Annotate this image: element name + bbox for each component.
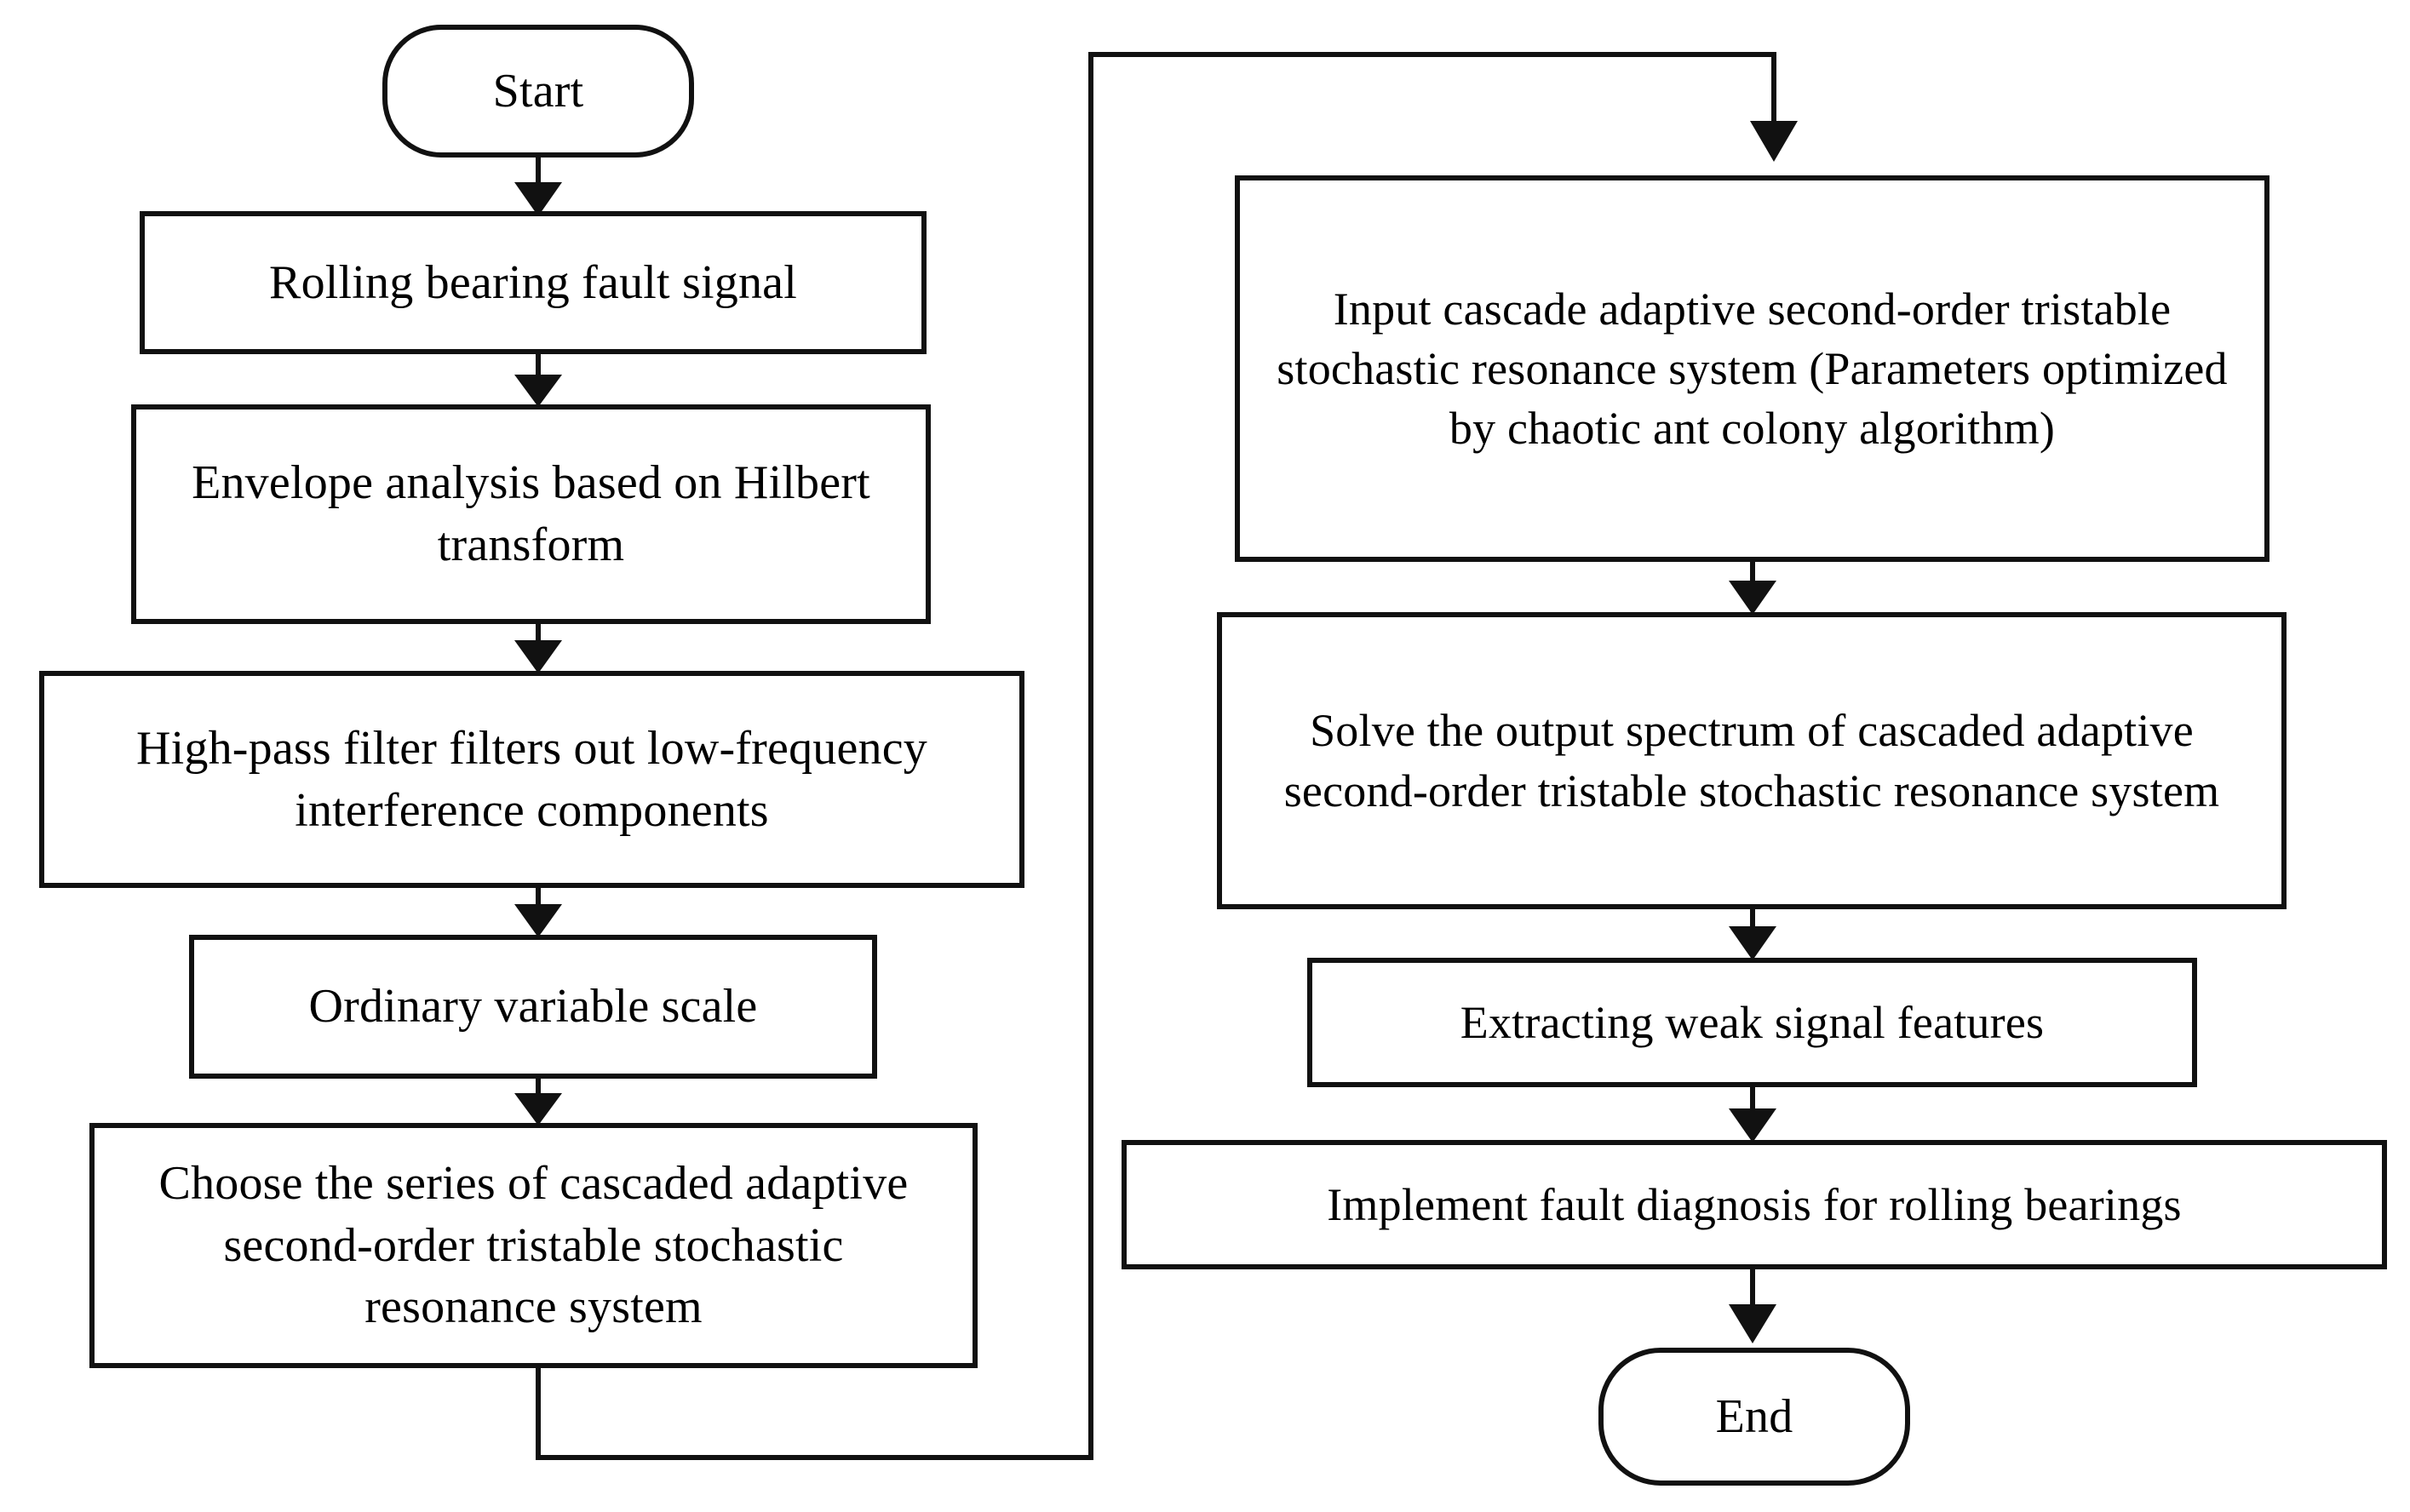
edge-choose-to-input-loop	[536, 52, 1798, 1460]
node-shape-ordinary-variable-scale[interactable]	[189, 935, 877, 1079]
node-shape-end[interactable]	[1598, 1348, 1910, 1486]
node-shape-choose-series-cascaded[interactable]	[89, 1123, 978, 1368]
edge-ordinary-to-choose	[514, 1076, 562, 1125]
node-shape-extracting-weak-signal-features[interactable]	[1307, 958, 2197, 1087]
node-shape-input-cascade-adaptive[interactable]	[1235, 175, 2269, 562]
node-shape-rolling-bearing-fault-signal[interactable]	[140, 211, 927, 354]
edge-extracting-to-implement	[1729, 1085, 1776, 1143]
edge-envelope-to-highpass	[514, 621, 562, 673]
edge-input-to-solve	[1729, 559, 1776, 615]
edge-start-to-rolling	[514, 155, 562, 216]
edge-highpass-to-ordinary	[514, 885, 562, 937]
edge-solve-to-extracting	[1729, 907, 1776, 960]
node-shape-start[interactable]	[382, 25, 694, 158]
node-shape-solve-output-spectrum[interactable]	[1217, 612, 2287, 909]
node-shape-implement-fault-diagnosis[interactable]	[1122, 1140, 2387, 1269]
node-shape-envelope-analysis[interactable]	[131, 404, 931, 624]
node-shape-high-pass-filter[interactable]	[39, 671, 1024, 888]
edge-implement-to-end	[1729, 1267, 1776, 1343]
edge-rolling-to-envelope	[514, 352, 562, 407]
